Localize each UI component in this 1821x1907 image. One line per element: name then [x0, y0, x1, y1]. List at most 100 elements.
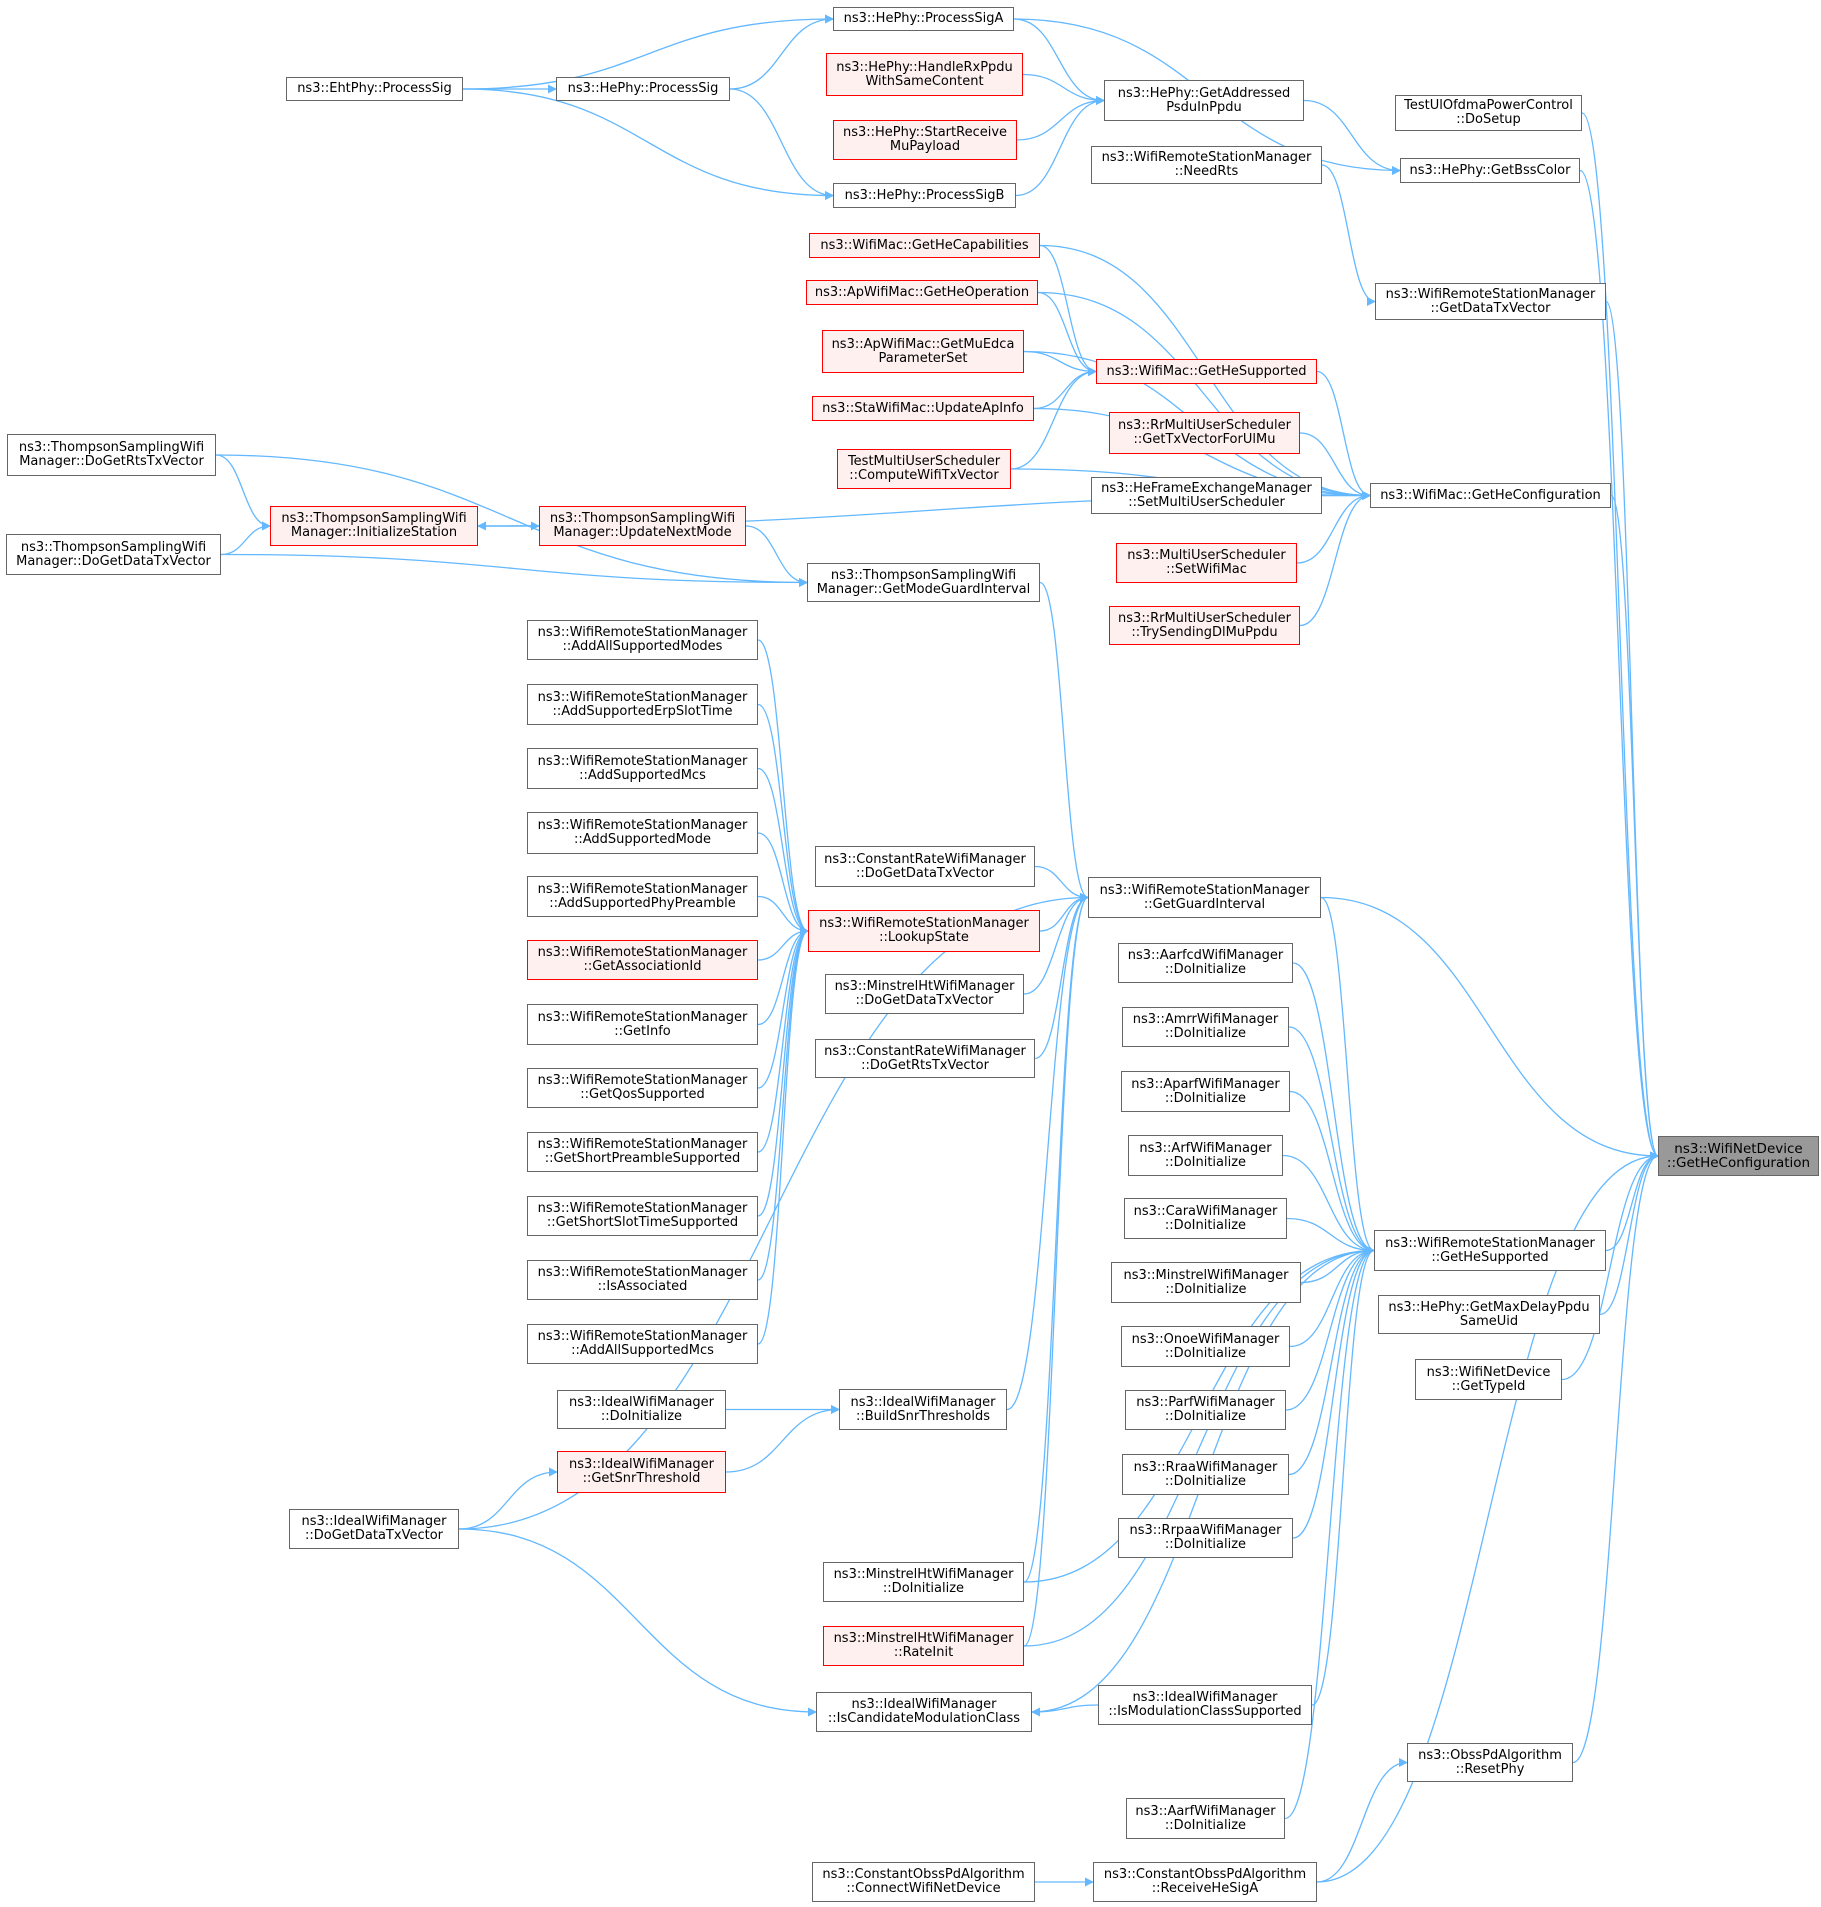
node-arf-init[interactable]: ns3::ArfWifiManager::DoInitialize	[1128, 1135, 1283, 1176]
node-wrsm-getinfo[interactable]: ns3::WifiRemoteStationManager::GetInfo	[527, 1004, 758, 1045]
node-label-line: ns3::AarfcdWifiManager	[1127, 948, 1284, 963]
node-label-line: TestMultiUserScheduler	[847, 454, 1001, 469]
node-wrsm-getassoc[interactable]: ns3::WifiRemoteStationManager::GetAssoci…	[527, 940, 758, 980]
node-ideal-dogetdata[interactable]: ns3::IdealWifiManager::DoGetDataTxVector	[289, 1509, 459, 1549]
node-wrsm-addphypre[interactable]: ns3::WifiRemoteStationManager::AddSuppor…	[527, 876, 758, 917]
node-crwm-dogetrts[interactable]: ns3::ConstantRateWifiManager::DoGetRtsTx…	[815, 1039, 1035, 1078]
node-wnd-gettypeid[interactable]: ns3::WifiNetDevice::GetTypeId	[1415, 1359, 1562, 1400]
node-stawifimac-update[interactable]: ns3::StaWifiMac::UpdateApInfo	[812, 396, 1034, 421]
node-wrsm-getdatatx[interactable]: ns3::WifiRemoteStationManager::GetDataTx…	[1375, 283, 1606, 320]
node-label-line: Manager::UpdateNextMode	[553, 525, 732, 540]
node-wrsm-needrts[interactable]: ns3::WifiRemoteStationManager::NeedRts	[1091, 146, 1322, 184]
node-aarfcd-init[interactable]: ns3::AarfcdWifiManager::DoInitialize	[1118, 943, 1293, 983]
node-hephy-getbsscolor[interactable]: ns3::HePhy::GetBssColor	[1400, 158, 1580, 183]
node-wrsm-gethesupp[interactable]: ns3::WifiRemoteStationManager::GetHeSupp…	[1374, 1230, 1606, 1271]
node-mhtwm-init[interactable]: ns3::MinstrelHtWifiManager::DoInitialize	[823, 1562, 1024, 1602]
node-rrpaa-init[interactable]: ns3::RrpaaWifiManager::DoInitialize	[1118, 1518, 1293, 1558]
edge-rraa-init-to-wrsm-gethesupp	[1288, 1246, 1375, 1476]
node-ideal-getsnr[interactable]: ns3::IdealWifiManager::GetSnrThreshold	[557, 1451, 726, 1493]
node-wrsm-addmode[interactable]: ns3::WifiRemoteStationManager::AddSuppor…	[527, 812, 758, 854]
node-wifimac-gethecfg[interactable]: ns3::WifiMac::GetHeConfiguration	[1370, 483, 1611, 508]
node-label-line: ns3::WifiRemoteStationManager	[537, 1009, 748, 1025]
node-label-line: Manager::InitializeStation	[290, 525, 458, 540]
edge-mhtwm-init-to-wrsm-getgi	[1023, 893, 1089, 1583]
node-wifimac-gethesupp[interactable]: ns3::WifiMac::GetHeSupported	[1096, 359, 1317, 384]
edge-wnd-gettypeid-to-focus	[1561, 1151, 1659, 1381]
node-ehtphy-processsig[interactable]: ns3::EhtPhy::ProcessSig	[286, 77, 463, 101]
node-wrsm-lookup[interactable]: ns3::WifiRemoteStationManager::LookupSta…	[808, 910, 1040, 952]
node-label-line: ::DoInitialize	[1164, 1345, 1247, 1361]
node-wrsm-getqos[interactable]: ns3::WifiRemoteStationManager::GetQosSup…	[527, 1068, 758, 1108]
node-aarf-init[interactable]: ns3::AarfWifiManager::DoInitialize	[1126, 1798, 1285, 1839]
node-minstrel-init[interactable]: ns3::MinstrelWifiManager::DoInitialize	[1111, 1262, 1301, 1303]
edge-rrmu-trysending-to-wifimac-gethecfg	[1299, 491, 1371, 627]
edge-apwifimac-getheop-to-wifimac-gethesupp	[1037, 291, 1097, 376]
node-ideal-init[interactable]: ns3::IdealWifiManager::DoInitialize	[557, 1390, 726, 1429]
node-wrsm-isassoc[interactable]: ns3::WifiRemoteStationManager::IsAssocia…	[527, 1260, 758, 1300]
node-mhtwm-dogetdata[interactable]: ns3::MinstrelHtWifiManager::DoGetDataTxV…	[825, 974, 1024, 1014]
node-label-line: ns3::RraaWifiManager	[1133, 1459, 1278, 1475]
node-mus-setwifimac[interactable]: ns3::MultiUserScheduler::SetWifiMac	[1116, 543, 1297, 583]
node-wrsm-getgi[interactable]: ns3::WifiRemoteStationManager::GetGuardI…	[1088, 877, 1321, 918]
node-crwm-dogetdata[interactable]: ns3::ConstantRateWifiManager::DoGetDataT…	[815, 846, 1035, 887]
node-cobss-receive[interactable]: ns3::ConstantObssPdAlgorithm::ReceiveHeS…	[1093, 1862, 1317, 1902]
edge-hephy-getbsscolor-to-focus	[1579, 169, 1659, 1161]
edge-cobss-receive-to-obss-resetphy	[1316, 1758, 1408, 1883]
node-label-line: ns3::HeFrameExchangeManager	[1101, 480, 1312, 496]
node-label-line: ::DoInitialize	[1164, 1090, 1247, 1106]
node-label-line: ::IsAssociated	[597, 1279, 688, 1294]
node-hephy-processsigb[interactable]: ns3::HePhy::ProcessSigB	[833, 183, 1016, 208]
node-aparf-init[interactable]: ns3::AparfWifiManager::DoInitialize	[1121, 1071, 1290, 1112]
node-wrsm-addallmcs[interactable]: ns3::WifiRemoteStationManager::AddAllSup…	[527, 1324, 758, 1364]
node-parf-init[interactable]: ns3::ParfWifiManager::DoInitialize	[1125, 1390, 1286, 1430]
node-wrsm-getshortpre[interactable]: ns3::WifiRemoteStationManager::GetShortP…	[527, 1132, 758, 1172]
node-label-line: ::DoInitialize	[1164, 1026, 1247, 1041]
node-ideal-iscandidate[interactable]: ns3::IdealWifiManager::IsCandidateModula…	[816, 1692, 1032, 1732]
node-obss-resetphy[interactable]: ns3::ObssPdAlgorithm::ResetPhy	[1407, 1743, 1573, 1782]
node-rraa-init[interactable]: ns3::RraaWifiManager::DoInitialize	[1122, 1454, 1289, 1495]
node-hephy-processsig[interactable]: ns3::HePhy::ProcessSig	[556, 77, 730, 101]
node-hefem-setmu[interactable]: ns3::HeFrameExchangeManager::SetMultiUse…	[1091, 477, 1322, 514]
node-wrsm-addallmodes[interactable]: ns3::WifiRemoteStationManager::AddAllSup…	[527, 620, 758, 660]
edge-wrsm-gethesupp-to-focus	[1605, 1151, 1659, 1252]
node-rrmu-gettxvector[interactable]: ns3::RrMultiUserScheduler::GetTxVectorFo…	[1109, 412, 1300, 454]
node-label-line: ::DoInitialize	[1165, 1281, 1247, 1297]
node-amrr-init[interactable]: ns3::AmrrWifiManager::DoInitialize	[1122, 1007, 1289, 1047]
node-wifimac-getheCap[interactable]: ns3::WifiMac::GetHeCapabilities	[809, 233, 1040, 258]
node-label-line: ns3::WifiRemoteStationManager	[819, 916, 1029, 931]
node-focus[interactable]: ns3::WifiNetDevice::GetHeConfiguration	[1658, 1136, 1819, 1176]
edge-ideal-getsnr-to-ideal-buildsnr	[725, 1405, 840, 1473]
edge-hephy-startreceive-to-hephy-getaddressed	[1016, 96, 1105, 141]
node-label-line: ::AddSupportedMode	[574, 832, 711, 847]
node-hephy-processsiga[interactable]: ns3::HePhy::ProcessSigA	[833, 7, 1014, 31]
node-ideal-ismodsupp[interactable]: ns3::IdealWifiManager::IsModulationClass…	[1098, 1685, 1312, 1725]
node-cobss-connect[interactable]: ns3::ConstantObssPdAlgorithm::ConnectWif…	[812, 1862, 1035, 1902]
node-label-line: ns3::WifiMac::GetHeCapabilities	[820, 237, 1029, 253]
node-label-line: ns3::IdealWifiManager	[851, 1697, 997, 1712]
node-label-line: ::DoGetDataTxVector	[855, 993, 994, 1008]
node-testul-dosetup[interactable]: TestUlOfdmaPowerControl::DoSetup	[1395, 95, 1582, 131]
node-cara-init[interactable]: ns3::CaraWifiManager::DoInitialize	[1124, 1198, 1287, 1239]
node-label-line: ns3::RrMultiUserScheduler	[1118, 610, 1291, 626]
node-testmu-compute[interactable]: TestMultiUserScheduler::ComputeWifiTxVec…	[837, 449, 1011, 489]
node-wrsm-addmcs[interactable]: ns3::WifiRemoteStationManager::AddSuppor…	[527, 748, 758, 789]
node-rrmu-trysending[interactable]: ns3::RrMultiUserScheduler::TrySendingDlM…	[1109, 606, 1300, 645]
node-onoe-init[interactable]: ns3::OnoeWifiManager::DoInitialize	[1121, 1326, 1290, 1367]
node-apwifimac-getheop[interactable]: ns3::ApWifiMac::GetHeOperation	[806, 280, 1038, 305]
node-wrsm-getshortslot[interactable]: ns3::WifiRemoteStationManager::GetShortS…	[527, 1196, 758, 1236]
edge-wrsm-adderp-to-wrsm-lookup	[757, 703, 809, 936]
edge-cobss-receive-to-focus	[1316, 1151, 1659, 1883]
node-mhtwm-rateinit[interactable]: ns3::MinstrelHtWifiManager::RateInit	[823, 1626, 1024, 1666]
node-wrsm-adderp[interactable]: ns3::WifiRemoteStationManager::AddSuppor…	[527, 684, 758, 725]
node-ideal-buildsnr[interactable]: ns3::IdealWifiManager::BuildSnrThreshold…	[839, 1389, 1007, 1430]
